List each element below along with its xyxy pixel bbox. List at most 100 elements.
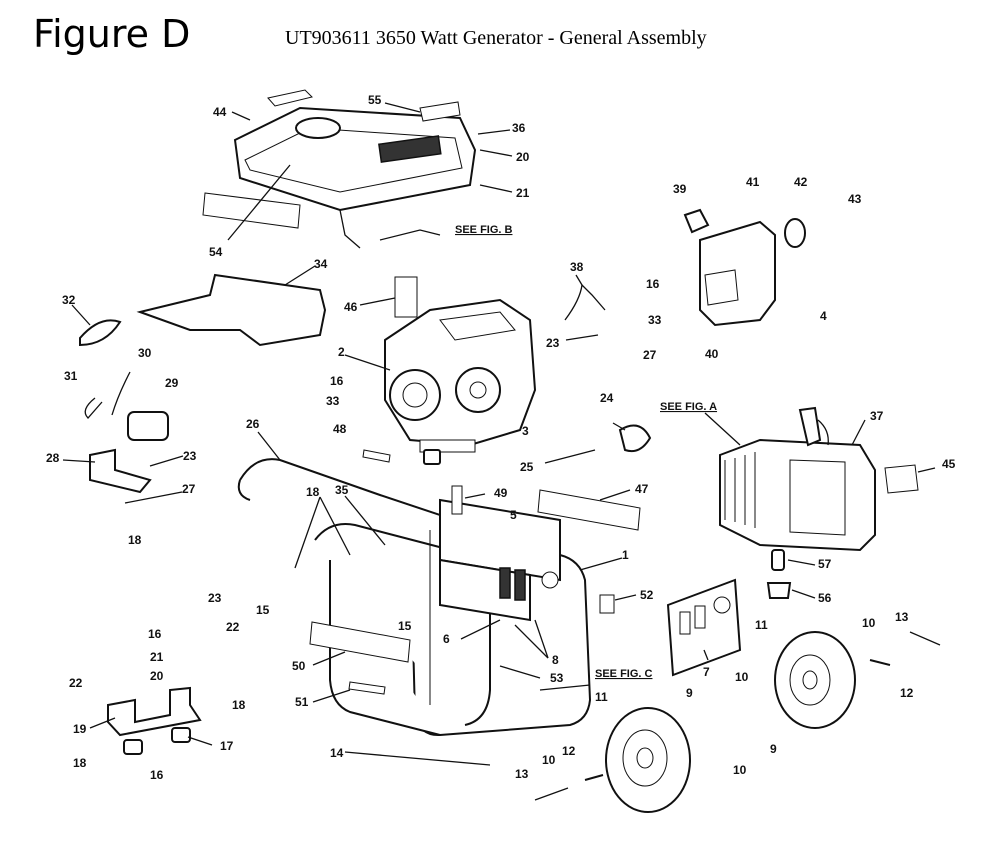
engine-part: [384, 298, 537, 453]
leader-lines: [62, 102, 936, 746]
callout-23a: 23: [546, 336, 560, 350]
callout-45: 45: [942, 457, 956, 471]
callout-21: 21: [516, 186, 530, 200]
callout-5: 5: [510, 508, 517, 522]
callout-26: 26: [246, 417, 260, 431]
callout-28: 28: [46, 451, 60, 465]
callout-49: 49: [494, 486, 508, 500]
decal-48: [362, 449, 391, 463]
decal-54: [202, 192, 301, 229]
fuel-line-38: [564, 283, 606, 321]
decal-44: [267, 89, 313, 107]
bracket-28: [89, 448, 152, 494]
callout-23c: 23: [208, 591, 222, 605]
callout-4: 4: [820, 309, 827, 323]
callout-44: 44: [213, 105, 227, 119]
callout-16d: 16: [150, 768, 164, 782]
ref-fig-b: SEE FIG. B: [455, 224, 513, 236]
callout-50: 50: [292, 659, 306, 673]
axle-12-front: [584, 774, 604, 781]
wheel-11-front: [605, 707, 691, 813]
callout-55: 55: [368, 93, 382, 107]
callout-3: 3: [522, 424, 529, 438]
decal-52: [599, 594, 615, 614]
callout-33a: 33: [648, 313, 662, 327]
callout-18b: 18: [306, 485, 320, 499]
ground-wire-14: [344, 751, 491, 766]
callout-13a: 13: [895, 610, 909, 624]
figure-label: Figure D: [33, 12, 191, 56]
callout-1: 1: [622, 548, 629, 562]
callout-23b: 23: [183, 449, 197, 463]
callout-20b: 20: [150, 669, 164, 683]
ref-fig-a: SEE FIG. A: [660, 401, 717, 413]
callout-18c: 18: [232, 698, 246, 712]
hose-31: [84, 397, 103, 419]
grommet-24: [618, 424, 652, 453]
decal-51: [348, 681, 386, 695]
callout-34: 34: [314, 257, 328, 271]
axle-12-rear: [869, 659, 891, 666]
callout-17: 17: [220, 739, 234, 753]
callout-31: 31: [64, 369, 78, 383]
callout-6: 6: [443, 632, 450, 646]
callout-27a: 27: [643, 348, 657, 362]
callout-9a: 9: [686, 686, 693, 700]
callout-27b: 27: [182, 482, 196, 496]
callout-37: 37: [870, 409, 884, 423]
callout-16b: 16: [330, 374, 344, 388]
callout-20: 20: [516, 150, 530, 164]
callout-22b: 22: [69, 676, 83, 690]
callout-15a: 15: [256, 603, 270, 617]
wheel-11-rear: [774, 631, 856, 729]
callout-52: 52: [640, 588, 654, 602]
callout-10a: 10: [862, 616, 876, 630]
callout-46: 46: [344, 300, 358, 314]
callout-35: 35: [335, 483, 349, 497]
callout-36: 36: [512, 121, 526, 135]
frame-part: [237, 458, 592, 737]
callout-8: 8: [552, 653, 559, 667]
callout-39: 39: [673, 182, 687, 196]
callout-labels: 44 55 36 20 21 54 34 32 46 38 16 33 23 2…: [46, 93, 956, 782]
fuel-tank-part: [233, 106, 477, 249]
callout-9b: 9: [770, 742, 777, 756]
callout-25: 25: [520, 460, 534, 474]
callout-11b: 11: [595, 690, 608, 704]
callout-29: 29: [165, 376, 179, 390]
callout-22a: 22: [226, 620, 240, 634]
belt-32: [79, 319, 122, 347]
callout-32: 32: [62, 293, 76, 307]
callout-33b: 33: [326, 394, 340, 408]
decal-49: [451, 485, 463, 515]
muffler-part: [683, 208, 806, 327]
decal-46: [394, 276, 418, 318]
callout-54: 54: [209, 245, 223, 259]
callout-30: 30: [138, 346, 152, 360]
bolt-13-rear: [909, 631, 941, 646]
hose-30: [111, 371, 131, 416]
decal-55: [419, 101, 461, 122]
mount-56: [766, 582, 792, 599]
callout-43: 43: [848, 192, 862, 206]
callout-24: 24: [600, 391, 614, 405]
callout-12b: 12: [562, 744, 576, 758]
decal-50: [309, 621, 411, 663]
callout-53: 53: [550, 671, 564, 685]
callout-11a: 11: [755, 618, 768, 632]
callout-48: 48: [333, 422, 347, 436]
callout-51: 51: [295, 695, 309, 709]
alternator-part: [719, 406, 876, 552]
bracket-19: [107, 686, 202, 755]
panel-6: [439, 558, 559, 622]
bolt-25: [544, 449, 596, 464]
callout-38: 38: [570, 260, 584, 274]
decal-47: [537, 489, 641, 531]
figure-title: UT903611 3650 Watt Generator - General A…: [285, 27, 707, 49]
callout-56: 56: [818, 591, 832, 605]
mount-3: [423, 449, 441, 465]
callout-18a: 18: [128, 533, 142, 547]
callout-19: 19: [73, 722, 87, 736]
callout-10c: 10: [733, 763, 747, 777]
callout-7: 7: [703, 665, 710, 679]
